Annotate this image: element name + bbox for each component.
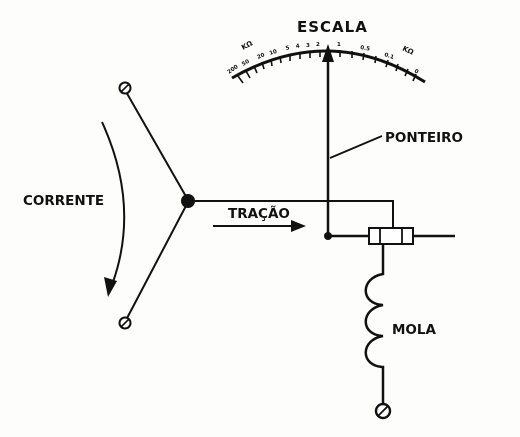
scale-number: 0.5 xyxy=(360,45,371,53)
conductor-lower xyxy=(124,201,189,323)
pointer-label: PONTEIRO xyxy=(385,130,463,146)
pointer-leader-line xyxy=(329,135,383,159)
scale-numbers: 200 50 20 10 5 4 3 2 1 0.5 0.1 0 xyxy=(227,42,420,76)
spring-coil xyxy=(364,244,385,405)
scale-number: 5 xyxy=(285,45,290,52)
scale-number: 4 xyxy=(295,43,300,49)
scale-number: 1 xyxy=(337,42,341,48)
traction-arrowhead xyxy=(291,220,306,232)
scale-number: 200 xyxy=(227,64,240,76)
terminal-lower xyxy=(118,316,132,330)
conductor-upper xyxy=(124,89,189,201)
pointer-arrowhead xyxy=(322,44,334,62)
scale-ticks xyxy=(237,50,417,84)
scale-number: 0 xyxy=(413,68,419,75)
pivot-dot xyxy=(324,232,332,240)
scale-number: 50 xyxy=(241,59,251,68)
current-arrowhead xyxy=(104,277,117,297)
scale-number: 0.1 xyxy=(383,52,394,61)
scale-unit-left: KΩ xyxy=(240,39,254,51)
pull-wire xyxy=(188,200,394,228)
scale-number: 2 xyxy=(316,42,320,48)
scale-unit-right: KΩ xyxy=(401,45,415,57)
terminal-upper xyxy=(118,81,132,95)
traction-label: TRAÇÃO xyxy=(228,205,290,222)
scale-number: 10 xyxy=(269,49,278,57)
scale-number: 20 xyxy=(256,52,266,61)
scale-number: 3 xyxy=(306,43,310,49)
current-arrow-curve xyxy=(101,121,126,283)
spring-label: MOLA xyxy=(392,322,437,338)
scale-label: ESCALA xyxy=(297,18,368,36)
spring-anchor-screw xyxy=(374,402,392,420)
sliding-block xyxy=(368,227,414,245)
current-label: CORRENTE xyxy=(23,193,104,209)
